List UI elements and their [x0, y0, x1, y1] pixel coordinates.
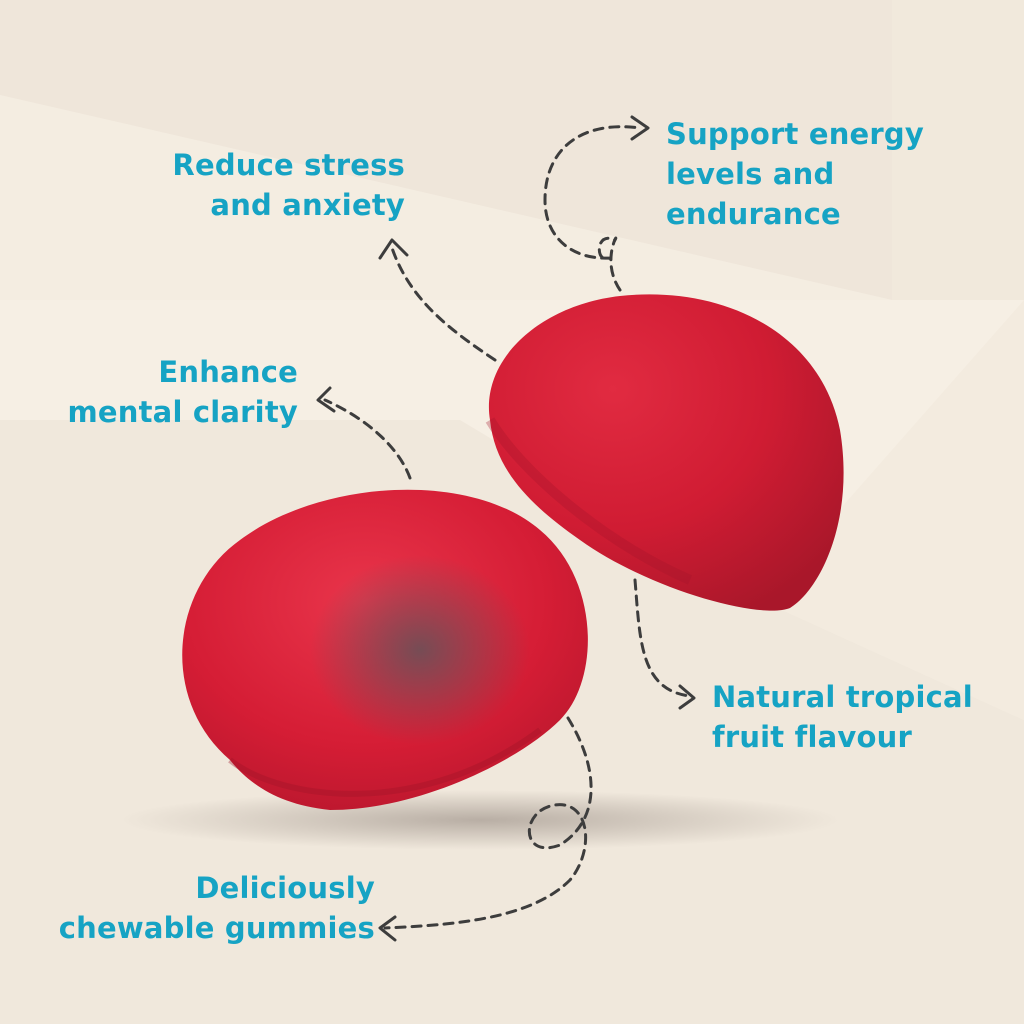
dashed-loop-icon [383, 716, 593, 930]
gummy-left-shade [310, 555, 530, 745]
label-reduce-stress-line2: and anxiety [210, 188, 405, 222]
label-enhance-clarity-line2: mental clarity [67, 395, 298, 429]
label-reduce-stress-line1: Reduce stress [172, 148, 405, 182]
label-chewable-gummies-line2: chewable gummies [58, 911, 375, 945]
label-natural-flavour: Natural tropical fruit flavour [712, 677, 1002, 757]
background-panel-right [760, 300, 1024, 720]
background-panel-top [0, 0, 1024, 300]
arrowhead-icon [316, 386, 336, 413]
label-natural-flavour-line1: Natural tropical [712, 680, 973, 714]
gummy-shadow [120, 790, 840, 850]
label-natural-flavour-line2: fruit flavour [712, 720, 912, 754]
dashed-arrow-icon [633, 578, 692, 698]
dashed-arrow-icon [323, 398, 412, 480]
label-reduce-stress: Reduce stress and anxiety [150, 145, 405, 225]
label-chewable-gummies: Deliciously chewable gummies [30, 868, 375, 948]
label-support-energy-line1: Support energy [666, 117, 924, 151]
label-enhance-clarity-line1: Enhance [158, 355, 298, 389]
dashed-arrow-icon [390, 246, 497, 362]
arrowhead-icon [378, 915, 397, 942]
label-support-energy-line2: levels and [666, 157, 835, 191]
gummy-right [485, 294, 844, 611]
arrowhead-icon [630, 115, 650, 141]
label-support-energy: Support energy levels and endurance [666, 114, 956, 234]
dashed-loop-icon [543, 125, 642, 292]
label-enhance-clarity: Enhance mental clarity [40, 352, 298, 432]
arrowhead-icon [678, 684, 696, 710]
background-panel-mid [0, 0, 1024, 300]
label-chewable-gummies-line1: Deliciously [195, 871, 375, 905]
label-support-energy-line3: endurance [666, 197, 841, 231]
arrowhead-icon [378, 238, 409, 260]
gummy-left [182, 489, 588, 810]
